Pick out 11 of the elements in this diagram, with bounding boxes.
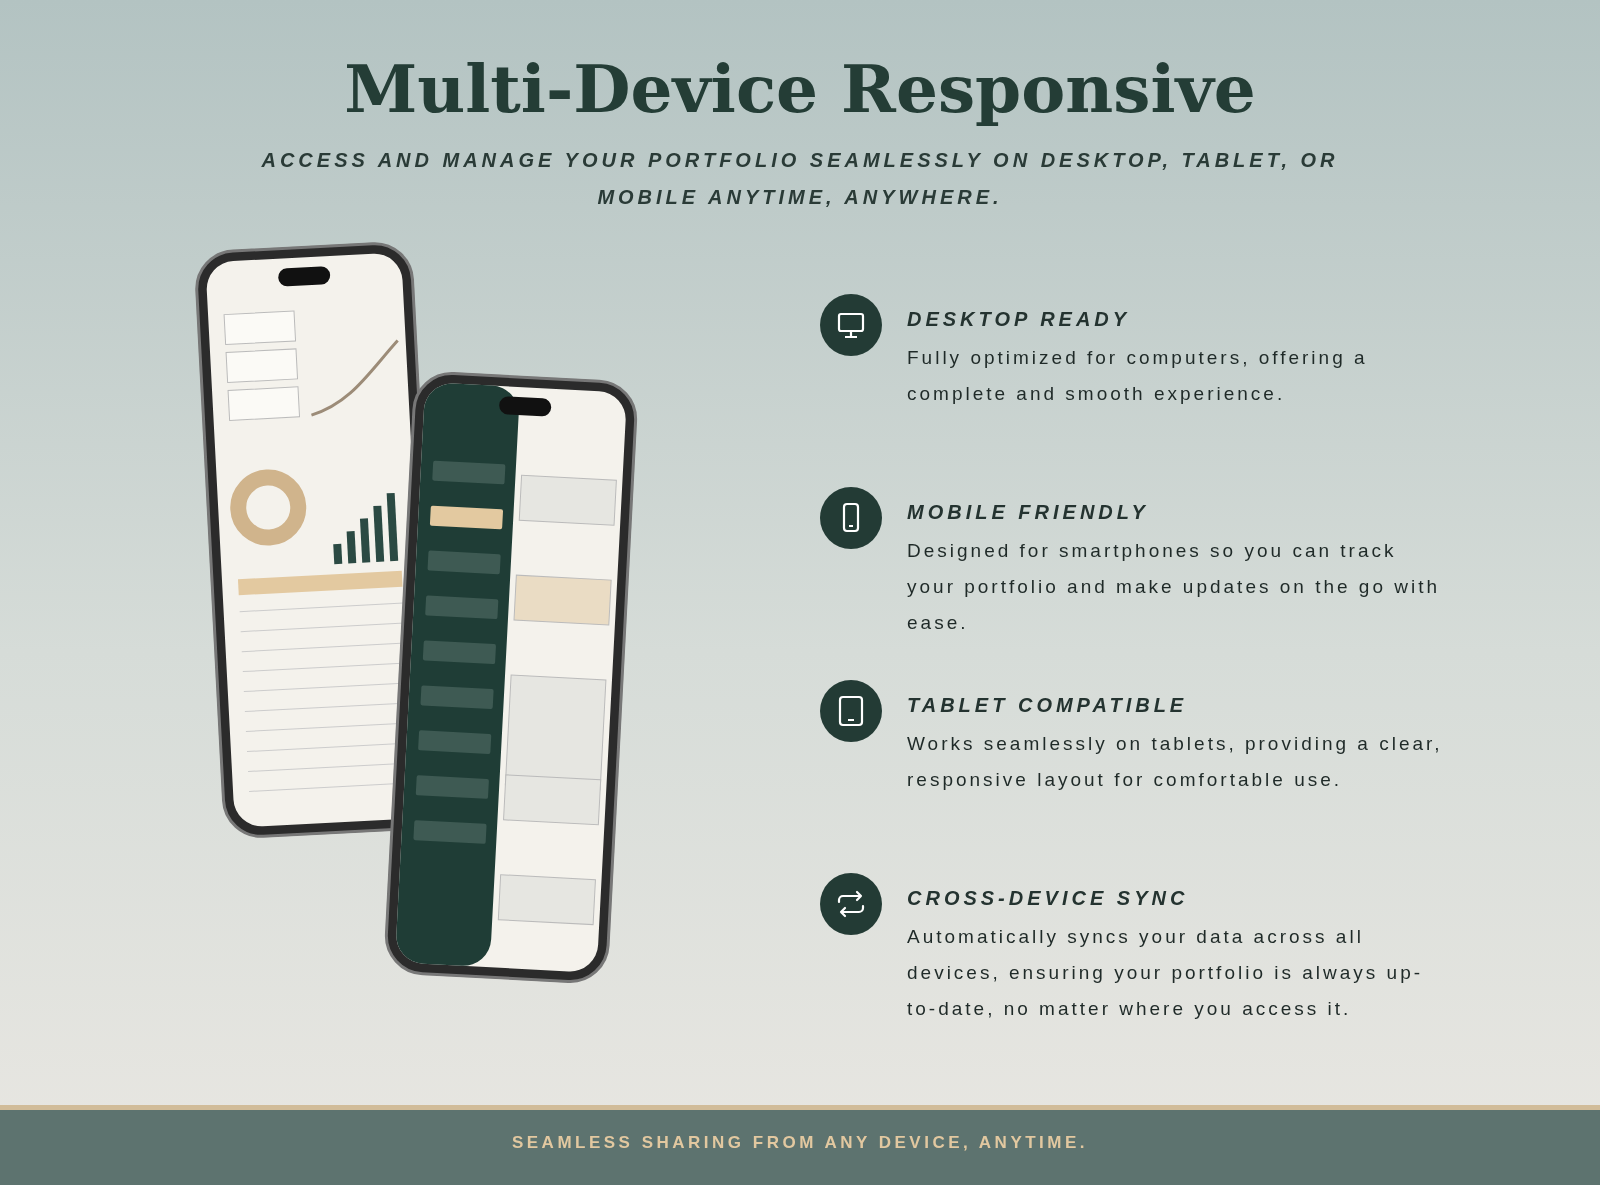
feature-heading: TABLET COMPATIBLE: [907, 694, 1188, 717]
feature-heading: DESKTOP READY: [907, 308, 1131, 331]
subtitle: ACCESS AND MANAGE YOUR PORTFOLIO SEAMLESSLY ON DESKTOP, TABLET, OR MOBILE ANYTIME, ANYWHERE.: [260, 148, 1340, 210]
feature-heading: CROSS-DEVICE SYNC: [907, 887, 1189, 910]
feature-description: Works seamlessly on tablets, providing a clear, responsive layout for comfortable use.: [907, 732, 1444, 792]
feature-description: Designed for smartphones so you can track your portfolio and make updates on the go with ease.: [907, 539, 1442, 635]
footer-caption: SEAMLESS SHARING FROM ANY DEVICE, ANYTIME.: [510, 1133, 1090, 1153]
feature-heading: MOBILE FRIENDLY: [907, 501, 1149, 524]
page-title: Multi-Device Responsive: [343, 50, 1257, 128]
feature-description: Automatically syncs your data across all devices, ensuring your portfolio is always up-to-date, no matter where you access it.: [907, 925, 1425, 1021]
feature-description: Fully optimized for computers, offering a complete and smooth experience.: [907, 346, 1369, 406]
